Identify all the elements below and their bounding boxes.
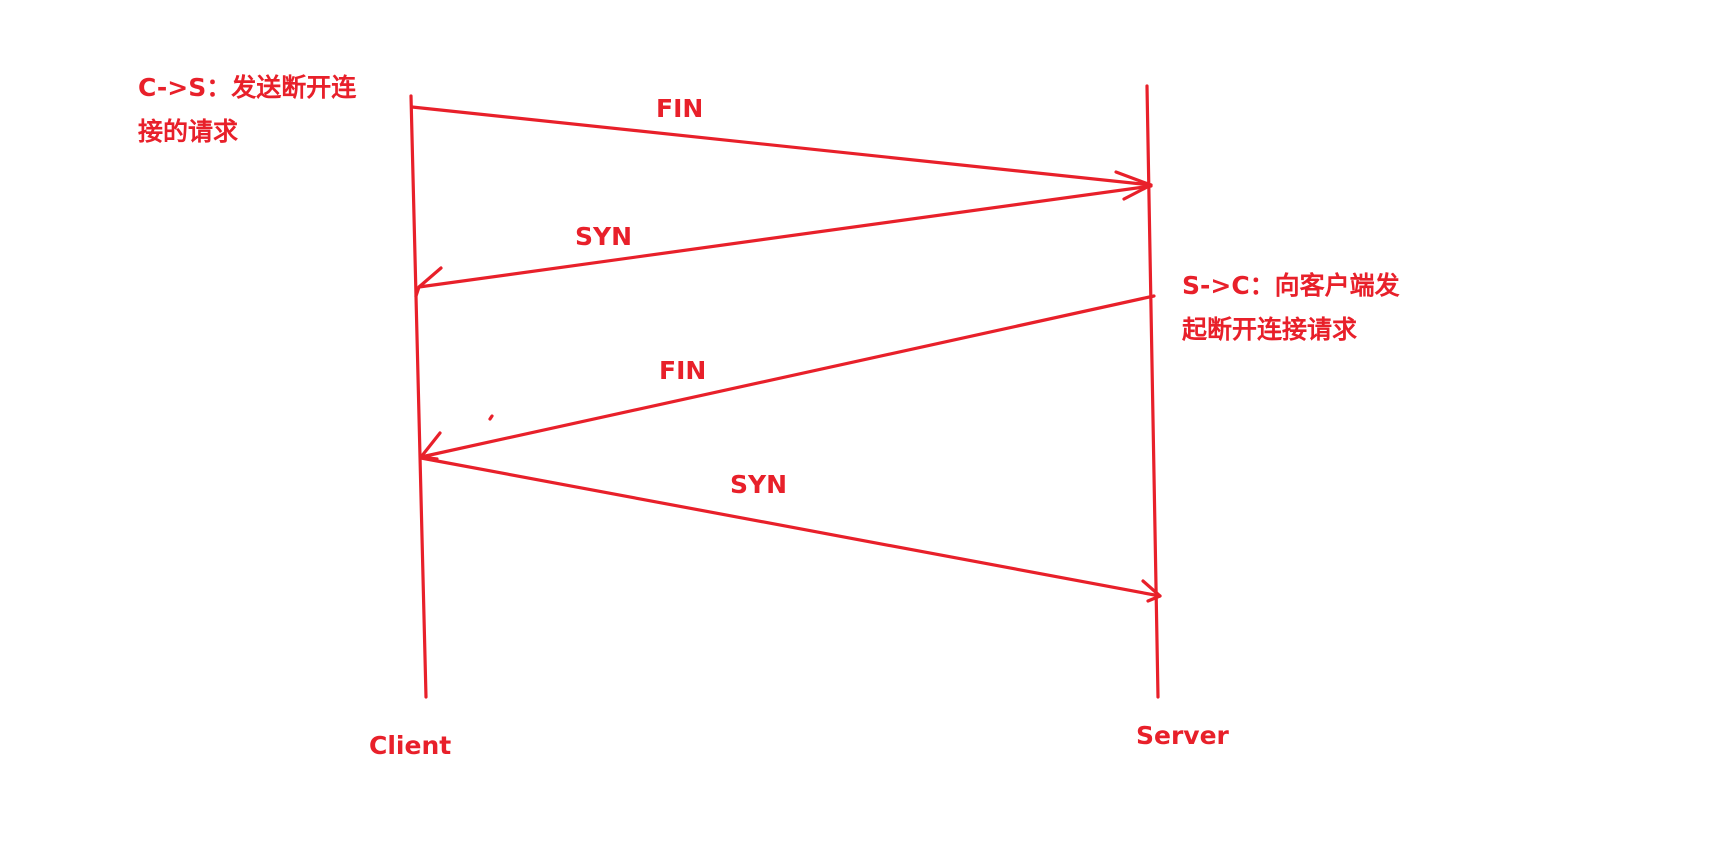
server-note: S->C：向客户端发 起断开连接请求 bbox=[1182, 264, 1400, 352]
client-note-line-2: 接的请求 bbox=[138, 117, 239, 146]
message-label-fin-1: FIN bbox=[656, 94, 704, 123]
arrowhead-2 bbox=[414, 266, 443, 298]
message-arrow-syn-2 bbox=[419, 456, 1162, 598]
message-arrow-fin-2 bbox=[419, 294, 1156, 459]
server-label: Server bbox=[1136, 721, 1229, 750]
client-note-line-1: C->S：发送断开连 bbox=[138, 73, 357, 102]
server-note-line-2: 起断开连接请求 bbox=[1182, 315, 1358, 344]
message-arrow-fin-1 bbox=[410, 105, 1153, 187]
client-lifeline bbox=[409, 94, 428, 699]
message-label-syn-2: SYN bbox=[730, 470, 788, 499]
message-arrow-syn-1 bbox=[417, 184, 1153, 289]
ink-dot bbox=[488, 414, 494, 421]
message-label-syn-1: SYN bbox=[575, 222, 633, 251]
client-label: Client bbox=[369, 731, 452, 760]
message-label-fin-2: FIN bbox=[659, 356, 707, 385]
client-note: C->S：发送断开连 接的请求 bbox=[138, 66, 356, 154]
server-lifeline bbox=[1145, 84, 1160, 699]
server-note-line-1: S->C：向客户端发 bbox=[1182, 271, 1400, 300]
arrowhead-4 bbox=[1141, 579, 1162, 603]
